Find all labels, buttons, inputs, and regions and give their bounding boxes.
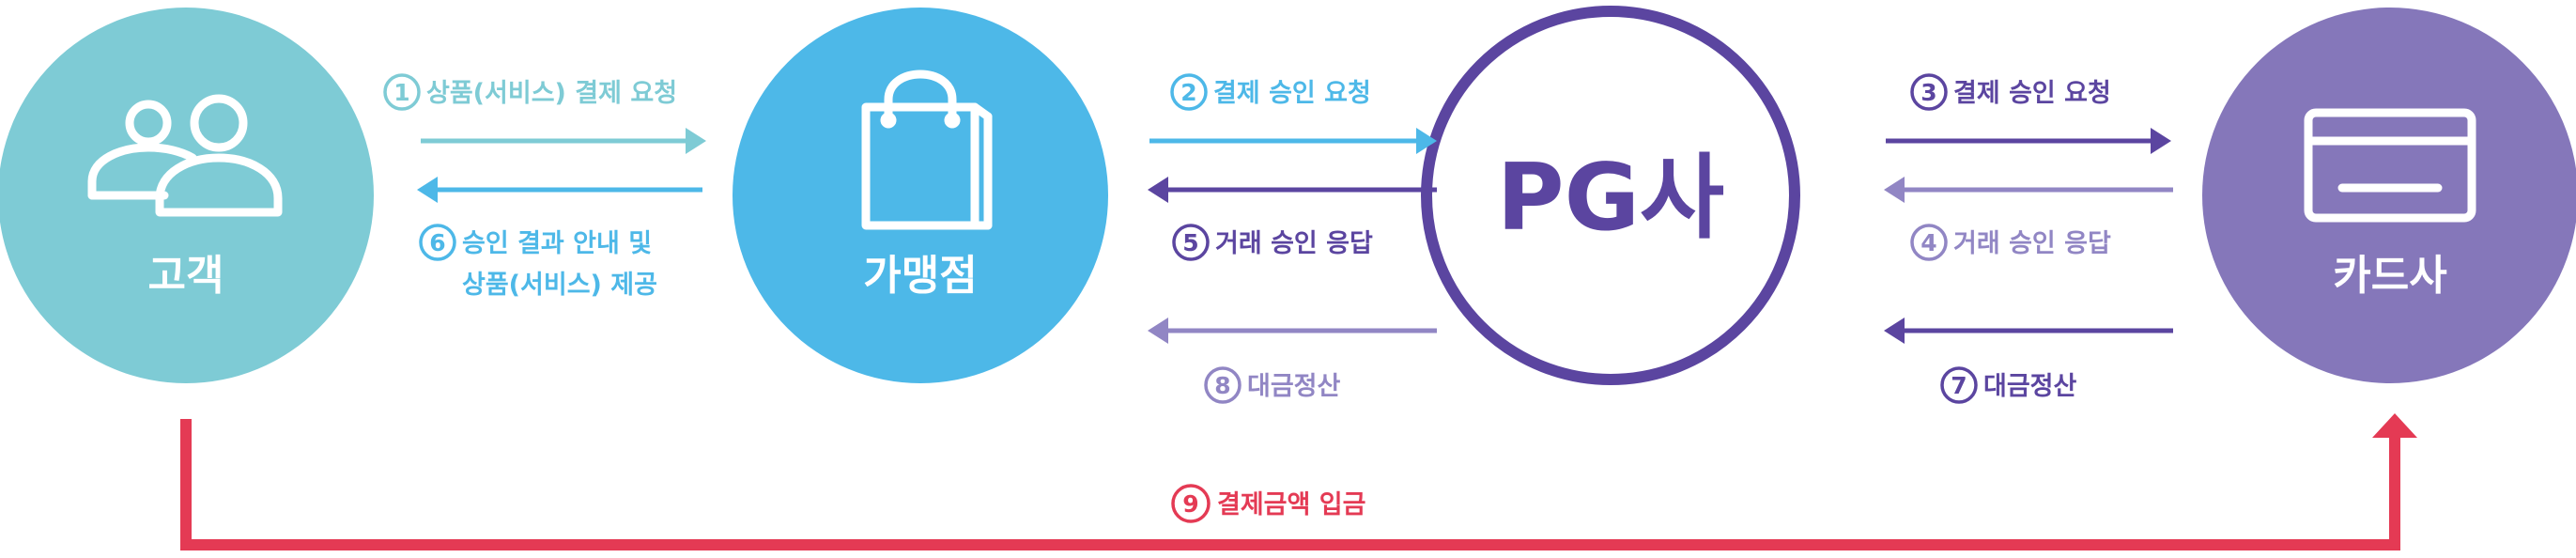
step-1-label: 1 상품(서비스) 결제 요청 [383,73,677,111]
step-7-text: 대금정산 [1983,372,2077,401]
step-1-badge [383,73,421,111]
shopping-bag-icon [861,70,993,230]
step-6-text-line2: 상품(서비스) 제공 [462,271,657,300]
step-1-text: 상품(서비스) 결제 요청 [426,79,677,108]
step-9-label: 9 결제금액 입금 [1171,484,1365,523]
step-4-label: 4 거래 승인 응답 [1910,224,2111,261]
step-5-label: 5 거래 승인 응답 [1172,224,1373,261]
step-2-badge [1170,73,1208,111]
pg-circle [1421,6,1800,385]
step-4-number: 4 [1920,229,1936,256]
card-node: 카드사 [2202,8,2576,383]
step-3-badge [1910,73,1948,111]
pg-node: PG사 [1421,6,1800,385]
card-circle [2202,8,2576,383]
customer-node: 고객 [0,8,374,383]
step-1-number: 1 [393,79,409,106]
step-3-number: 3 [1920,79,1936,106]
customer-label: 고객 [148,252,224,300]
merchant-label: 가맹점 [863,252,977,300]
step-8-label: 8 대금정산 [1204,366,1341,404]
step-2-label: 2 결제 승인 요청 [1170,73,1371,111]
step-5-badge [1172,224,1210,261]
step-2-number: 2 [1180,79,1196,106]
arrow-step-3 [1886,128,2171,154]
step-7-badge [1940,366,1978,404]
customer-circle [0,8,374,383]
step-6-badge [419,224,456,261]
step-6-text-line1: 승인 결과 안내 및 [462,229,652,258]
pg-label: PG사 [1497,145,1724,252]
step-9-number: 9 [1182,490,1198,518]
arrow-step-7 [1884,318,2173,344]
step-8-badge [1204,366,1242,404]
step-3-text: 결제 승인 요청 [1953,79,2111,108]
step-5-number: 5 [1182,229,1198,256]
arrow-step-9 [180,413,2417,550]
step-4-badge [1910,224,1948,261]
arrow-step-6 [417,177,702,203]
step-9-text: 결제금액 입금 [1217,490,1365,519]
step-9-badge [1171,484,1211,523]
step-6-label: 6 승인 결과 안내 및 상품(서비스) 제공 [419,224,657,300]
step-7-number: 7 [1951,372,1967,399]
step-2-text: 결제 승인 요청 [1213,79,1371,108]
step-8-number: 8 [1214,372,1230,399]
step-7-label: 7 대금정산 [1940,366,2077,404]
step-6-number: 6 [429,229,445,256]
step-3-label: 3 결제 승인 요청 [1910,73,2111,111]
arrow-step-8 [1148,318,1437,344]
credit-card-icon [2304,108,2476,223]
arrow-step-4 [1884,177,2173,203]
users-icon [87,94,283,217]
arrow-step-1 [421,128,706,154]
step-5-text: 거래 승인 응답 [1215,229,1373,258]
card-label: 카드사 [2333,252,2446,300]
step-4-text: 거래 승인 응답 [1953,229,2111,258]
arrow-step-5 [1148,177,1437,203]
step-8-text: 대금정산 [1247,372,1341,401]
merchant-node: 가맹점 [733,8,1108,383]
merchant-circle [733,8,1108,383]
arrow-step-2 [1149,128,1437,154]
